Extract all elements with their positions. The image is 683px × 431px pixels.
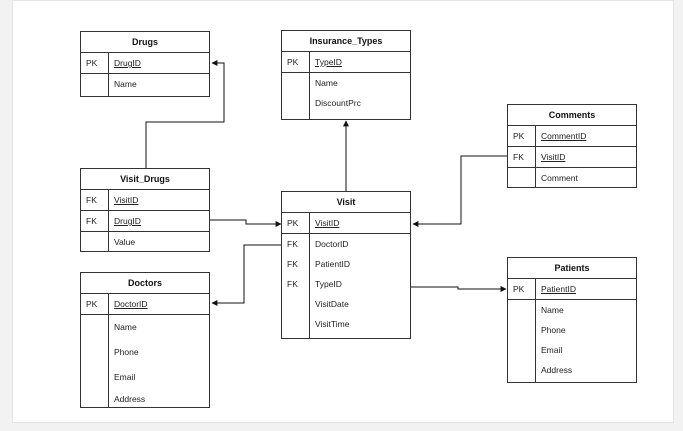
entity-patients: Patients PK PatientID Name Phone Email A… [507, 257, 637, 383]
attribute-name: Name [315, 78, 338, 88]
key-marker: PK [86, 299, 98, 309]
entity-title: Visit_Drugs [81, 169, 209, 190]
entity-title: Insurance_Types [282, 31, 410, 52]
attribute-name: Address [541, 365, 573, 375]
entity-drugs: Drugs PK DrugID Name [80, 31, 210, 97]
connector-visit-to-patients [410, 286, 507, 292]
entity-row: Phone [508, 320, 636, 340]
entity-row: Name [508, 300, 636, 320]
entity-row: Name [282, 73, 410, 93]
attribute-name: VisitDate [315, 299, 349, 309]
key-marker: FK [287, 279, 298, 289]
attribute-name: Email [114, 372, 136, 382]
entity-row: VisitDate [282, 294, 410, 314]
entity-row: FK VisitID [81, 190, 209, 211]
entity-row: VisitTime [282, 314, 410, 334]
key-marker: PK [86, 58, 98, 68]
entity-row: Phone [81, 339, 209, 365]
entity-row: PK DoctorID [81, 294, 209, 315]
entity-row: Name [81, 74, 209, 94]
entity-row: Address [81, 389, 209, 409]
key-marker: PK [513, 131, 525, 141]
entity-row: FK VisitID [508, 147, 636, 168]
attribute-name: DrugID [114, 216, 141, 226]
attribute-name: DoctorID [315, 239, 349, 249]
entity-row: FK DrugID [81, 211, 209, 232]
entity-row: FK TypeID [282, 274, 410, 294]
attribute-name: PatientID [541, 284, 576, 294]
attribute-name: Name [541, 305, 564, 315]
entity-insurance-types: Insurance_Types PK TypeID Name DiscountP… [281, 30, 411, 120]
entity-visit-drugs: Visit_Drugs FK VisitID FK DrugID Value [80, 168, 210, 252]
entity-row: Email [81, 365, 209, 389]
entity-row: PK DrugID [81, 53, 209, 74]
key-marker: FK [287, 259, 298, 269]
entity-title: Doctors [81, 273, 209, 294]
key-marker: FK [513, 152, 524, 162]
entity-row: Value [81, 232, 209, 252]
entity-row: PK CommentID [508, 126, 636, 147]
entity-row: FK PatientID [282, 254, 410, 274]
key-marker: PK [287, 57, 299, 67]
connector-visit-drugs-to-drugs [145, 60, 225, 168]
entity-title: Visit [282, 192, 410, 213]
attribute-name: VisitID [114, 195, 139, 205]
key-marker: FK [287, 239, 298, 249]
entity-doctors: Doctors PK DoctorID Name Phone Email Add… [80, 272, 210, 408]
entity-visit: Visit PK VisitID FK DoctorID FK PatientI… [281, 191, 411, 339]
key-marker: FK [86, 195, 97, 205]
attribute-name: PatientID [315, 259, 350, 269]
entity-title: Patients [508, 258, 636, 279]
attribute-name: TypeID [315, 279, 342, 289]
connector-visit-to-doctors [211, 244, 281, 306]
entity-row: Address [508, 360, 636, 380]
connector-visit-drugs-to-visit [210, 219, 282, 227]
attribute-name: Phone [541, 325, 566, 335]
attribute-name: Email [541, 345, 563, 355]
attribute-name: TypeID [315, 57, 342, 67]
entity-comments: Comments PK CommentID FK VisitID Comment [507, 104, 637, 188]
entity-row: PK PatientID [508, 279, 636, 300]
key-marker: FK [86, 216, 97, 226]
attribute-name: Value [114, 237, 136, 247]
attribute-name: CommentID [541, 131, 587, 141]
connector-comments-to-visit [412, 155, 507, 227]
attribute-name: Name [114, 79, 137, 89]
attribute-name: DoctorID [114, 299, 148, 309]
attribute-name: VisitID [541, 152, 566, 162]
attribute-name: DiscountPrc [315, 98, 361, 108]
key-marker: PK [287, 218, 299, 228]
entity-title: Drugs [81, 32, 209, 53]
attribute-name: Comment [541, 173, 578, 183]
entity-row: PK VisitID [282, 213, 410, 234]
entity-row: Name [81, 315, 209, 339]
attribute-name: Name [114, 322, 137, 332]
entity-row: Comment [508, 168, 636, 188]
entity-row: DiscountPrc [282, 93, 410, 113]
entity-row: FK DoctorID [282, 234, 410, 254]
entity-row: PK TypeID [282, 52, 410, 73]
attribute-name: Address [114, 394, 146, 404]
entity-title: Comments [508, 105, 636, 126]
attribute-name: VisitTime [315, 319, 350, 329]
attribute-name: VisitID [315, 218, 340, 228]
attribute-name: Phone [114, 347, 139, 357]
key-marker: PK [513, 284, 525, 294]
entity-row: Email [508, 340, 636, 360]
attribute-name: DrugID [114, 58, 141, 68]
